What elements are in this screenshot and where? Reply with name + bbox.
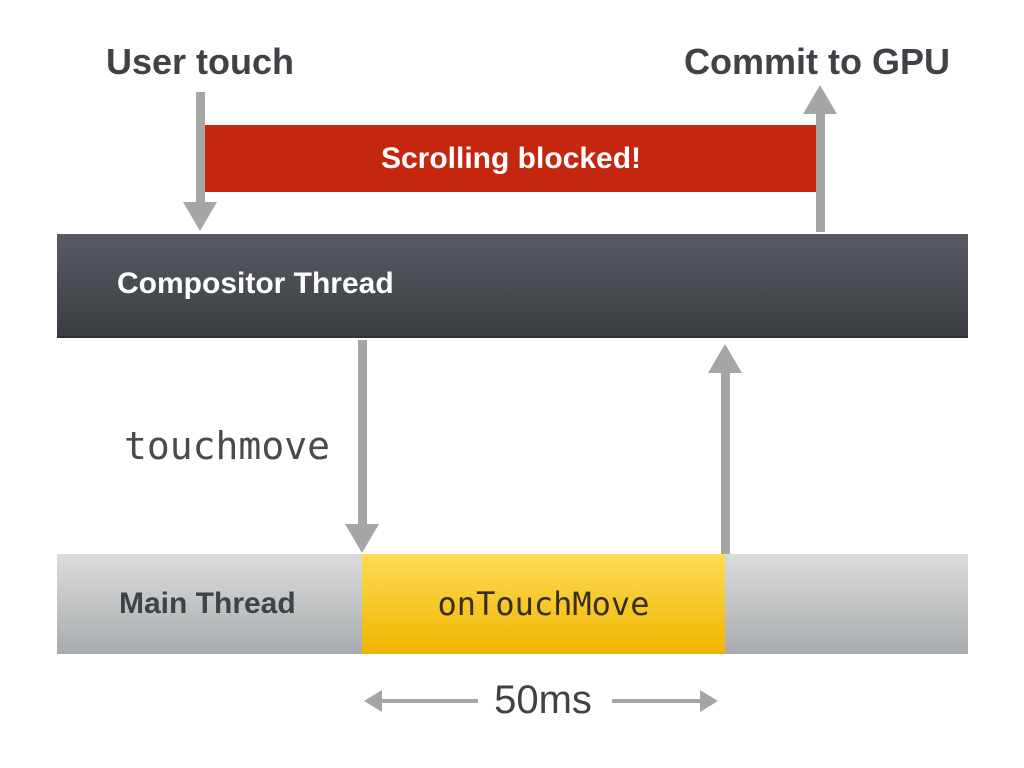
arrow-right-icon [700,690,718,712]
touchmove-label: touchmove [124,424,330,468]
arrow-down-shaft [358,340,367,525]
compositor-thread-bar: Compositor Thread [57,234,968,338]
arrow-up-shaft [816,112,825,232]
duration-label: 50ms [494,678,592,722]
compositor-thread-label: Compositor Thread [117,267,394,300]
arrow-right-shaft [612,699,700,703]
ontouchmove-task-block: onTouchMove [362,554,725,654]
arrow-left-icon [364,690,382,712]
scrolling-blocked-banner: Scrolling blocked! [205,125,817,192]
arrow-down-icon [183,202,217,231]
main-thread-label: Main Thread [119,587,296,620]
user-touch-label: User touch [105,41,295,82]
arrow-left-shaft [380,699,478,703]
arrow-down-shaft [196,92,205,204]
arrow-up-icon [803,85,837,114]
arrow-down-icon [345,524,379,553]
arrow-up-icon [708,344,742,373]
arrow-up-shaft [721,371,730,554]
commit-to-gpu-label: Commit to GPU [684,41,950,82]
